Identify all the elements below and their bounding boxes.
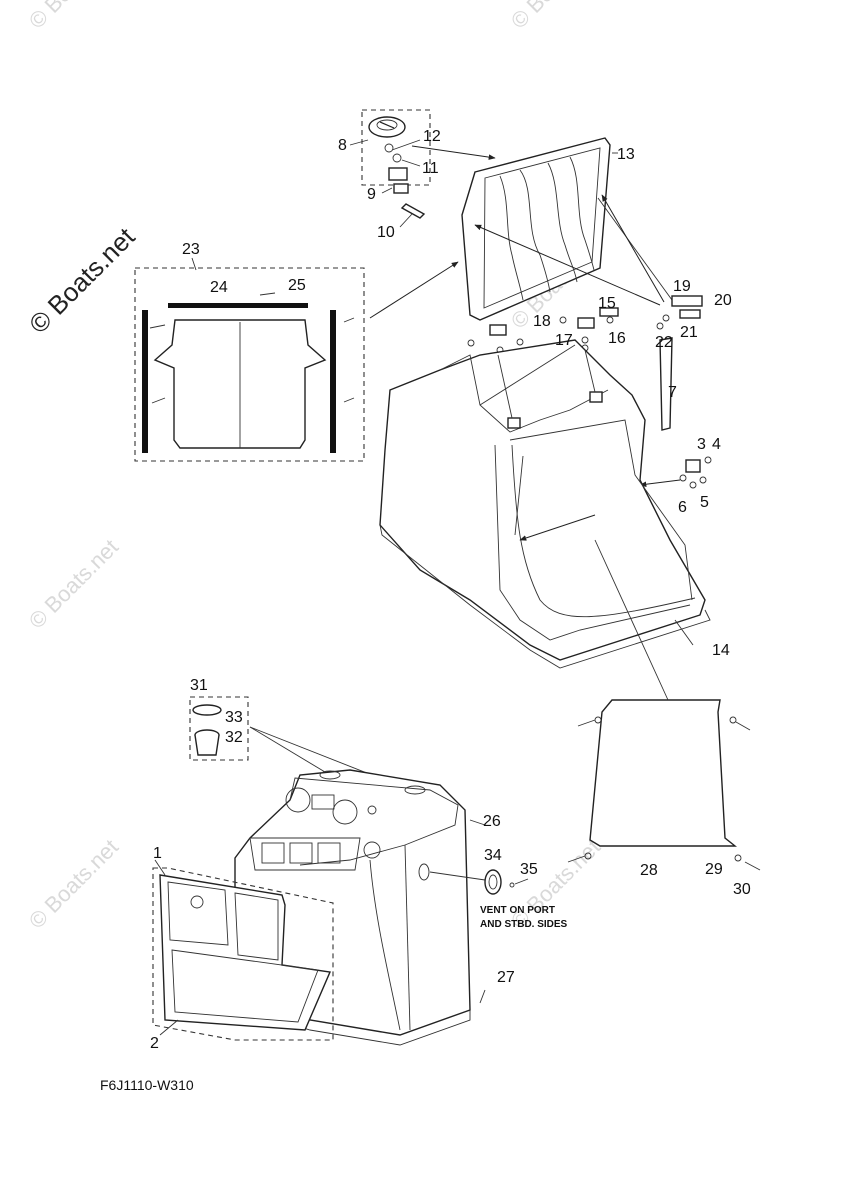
drawing-code: F6J1110-W310 — [100, 1077, 194, 1093]
watermark-text: © Boats.net — [24, 0, 123, 34]
watermark-main: © Boats.net — [23, 221, 141, 339]
vent-note-line-2: AND STBD. SIDES — [480, 919, 568, 930]
callout-14: 14 — [712, 642, 730, 659]
callout-25: 25 — [288, 277, 306, 294]
watermark-text: © Boats.net — [24, 534, 123, 633]
callout-6: 6 — [678, 499, 687, 516]
callout-23: 23 — [182, 241, 200, 258]
hatch-panel — [461, 137, 673, 321]
gas-strut — [659, 337, 673, 431]
callout-28: 28 — [640, 862, 658, 879]
vent-group — [484, 869, 529, 895]
callout-27: 27 — [497, 969, 515, 986]
callout-15: 15 — [598, 295, 616, 312]
callout-2: 2 — [150, 1035, 159, 1052]
callout-24: 24 — [210, 279, 228, 296]
callout-21: 21 — [680, 324, 698, 341]
callout-8: 8 — [338, 137, 347, 154]
callout-1: 1 — [153, 845, 162, 862]
callout-30: 30 — [733, 881, 751, 898]
callout-5: 5 — [700, 494, 709, 511]
callout-17: 17 — [555, 332, 573, 349]
callout-20: 20 — [714, 292, 732, 309]
lock-to-hatch-arrow — [411, 145, 496, 160]
callout-4: 4 — [712, 436, 721, 453]
callout-19: 19 — [673, 278, 691, 295]
lock-knob — [368, 116, 406, 138]
console-upper — [379, 339, 711, 669]
callout-labels: 3 4 5 6 7 8 9 10 11 12 13 14 15 16 17 18… — [150, 128, 751, 1052]
callout-18: 18 — [533, 313, 551, 330]
callout-22: 22 — [655, 334, 673, 351]
callout-11: 11 — [422, 160, 439, 177]
callout-26: 26 — [483, 813, 501, 830]
callout-13: 13 — [617, 146, 635, 163]
callout-3: 3 — [697, 436, 706, 453]
lock-bolt — [400, 203, 426, 219]
watermark-text: © Boats.net — [506, 0, 605, 34]
callout-7: 7 — [668, 384, 677, 401]
callout-32: 32 — [225, 729, 243, 746]
vent-note-line-1: VENT ON PORT — [480, 905, 555, 916]
door-panel — [152, 859, 334, 1041]
callout-33: 33 — [225, 709, 243, 726]
hinge-hardware — [467, 295, 712, 489]
callout-29: 29 — [705, 861, 723, 878]
hatch-lock-group — [349, 109, 496, 228]
callout-35: 35 — [520, 861, 538, 878]
liner-inset — [134, 257, 459, 462]
callout-12: 12 — [423, 128, 441, 145]
callout-31: 31 — [190, 677, 208, 694]
callout-16: 16 — [608, 330, 626, 347]
callout-9: 9 — [367, 186, 376, 203]
callout-10: 10 — [377, 224, 395, 241]
callout-34: 34 — [484, 847, 502, 864]
gasket-frame — [567, 539, 761, 871]
watermark-text: © Boats.net — [24, 834, 123, 933]
